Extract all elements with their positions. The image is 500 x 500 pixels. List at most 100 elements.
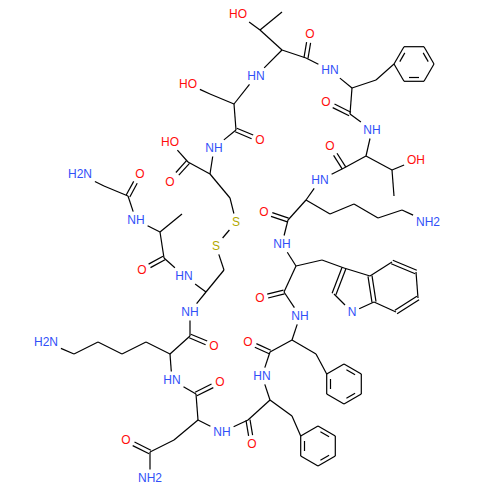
bond	[374, 302, 396, 312]
atom-label: NH	[180, 306, 199, 319]
bond	[301, 456, 318, 466]
bond	[234, 420, 248, 427]
bond	[332, 267, 342, 293]
atom-label: HO	[160, 136, 180, 149]
atom-label: NH2	[137, 472, 163, 485]
bond	[397, 300, 419, 314]
atom-label: H2N	[33, 336, 59, 349]
bond	[335, 104, 351, 112]
bond	[265, 384, 270, 400]
atom-label: HN	[174, 270, 193, 283]
atom-label: S	[231, 216, 241, 229]
bond	[301, 426, 318, 436]
atom-label: NH2	[415, 216, 441, 229]
bond	[210, 94, 234, 104]
bond	[98, 342, 122, 354]
bond	[246, 420, 249, 436]
bond	[416, 272, 418, 298]
bond	[320, 455, 329, 460]
bond	[248, 400, 270, 420]
bond	[404, 81, 424, 82]
bond	[340, 78, 352, 88]
bond	[189, 321, 190, 337]
bond	[224, 130, 236, 140]
bond	[344, 156, 366, 168]
atom-label: NH	[362, 124, 381, 137]
bond	[122, 342, 146, 354]
bond	[149, 256, 163, 264]
bond	[191, 334, 207, 341]
atom-label: H2N	[67, 168, 93, 181]
atom-label: O	[242, 336, 253, 349]
bond	[249, 22, 260, 30]
bond	[402, 210, 413, 215]
bond	[330, 204, 354, 214]
bond	[306, 58, 318, 64]
atom-label: NH	[212, 426, 231, 439]
bond	[74, 342, 98, 354]
bond	[292, 416, 301, 436]
bond	[282, 50, 306, 58]
bond	[296, 260, 322, 266]
bond	[267, 290, 283, 294]
bond	[170, 336, 190, 354]
bond	[336, 269, 346, 295]
bond	[284, 266, 296, 292]
bond	[128, 196, 133, 212]
bond	[219, 254, 224, 270]
bond	[359, 302, 374, 309]
bond	[320, 432, 329, 437]
bond	[344, 394, 361, 404]
bond	[230, 198, 234, 214]
bond	[372, 276, 376, 302]
atom-label: OH	[406, 154, 426, 167]
atom-label: NH	[290, 310, 309, 323]
bond	[260, 12, 282, 30]
bond	[197, 388, 213, 396]
bond	[151, 260, 166, 268]
bond	[195, 284, 206, 292]
bond	[346, 393, 355, 398]
bond	[409, 77, 419, 78]
bond	[264, 50, 282, 68]
bond	[184, 387, 197, 394]
atom-label: NH	[126, 214, 145, 227]
bond	[174, 420, 198, 440]
bond	[394, 47, 404, 64]
bond	[346, 370, 355, 375]
atom-label: O	[254, 292, 265, 305]
bond	[368, 276, 372, 302]
bond	[332, 168, 344, 174]
bond	[288, 200, 306, 220]
bond	[394, 64, 404, 81]
bond	[148, 226, 160, 232]
atom-label: HN	[162, 374, 181, 387]
bond	[61, 348, 74, 354]
bond	[284, 220, 288, 236]
atom-label: O	[254, 134, 265, 147]
atom-label: HN	[310, 174, 329, 187]
atom-label: HN	[246, 70, 265, 83]
bond	[126, 181, 134, 195]
bond	[270, 340, 292, 352]
bond	[352, 80, 376, 88]
bond	[333, 108, 349, 116]
bond	[334, 155, 343, 169]
bond	[327, 394, 344, 404]
bond	[271, 216, 287, 222]
atom-label: HO	[228, 8, 248, 21]
bond	[391, 264, 415, 274]
atom-label: O	[258, 206, 269, 219]
bond	[366, 139, 370, 157]
bond	[308, 43, 311, 59]
bond	[149, 452, 150, 470]
bond	[326, 374, 327, 394]
bond	[376, 64, 394, 80]
bond	[350, 114, 361, 122]
atom-label: HO	[178, 78, 198, 91]
bond	[150, 440, 174, 452]
bond	[292, 324, 297, 340]
bond	[196, 394, 198, 420]
bond	[198, 420, 210, 426]
